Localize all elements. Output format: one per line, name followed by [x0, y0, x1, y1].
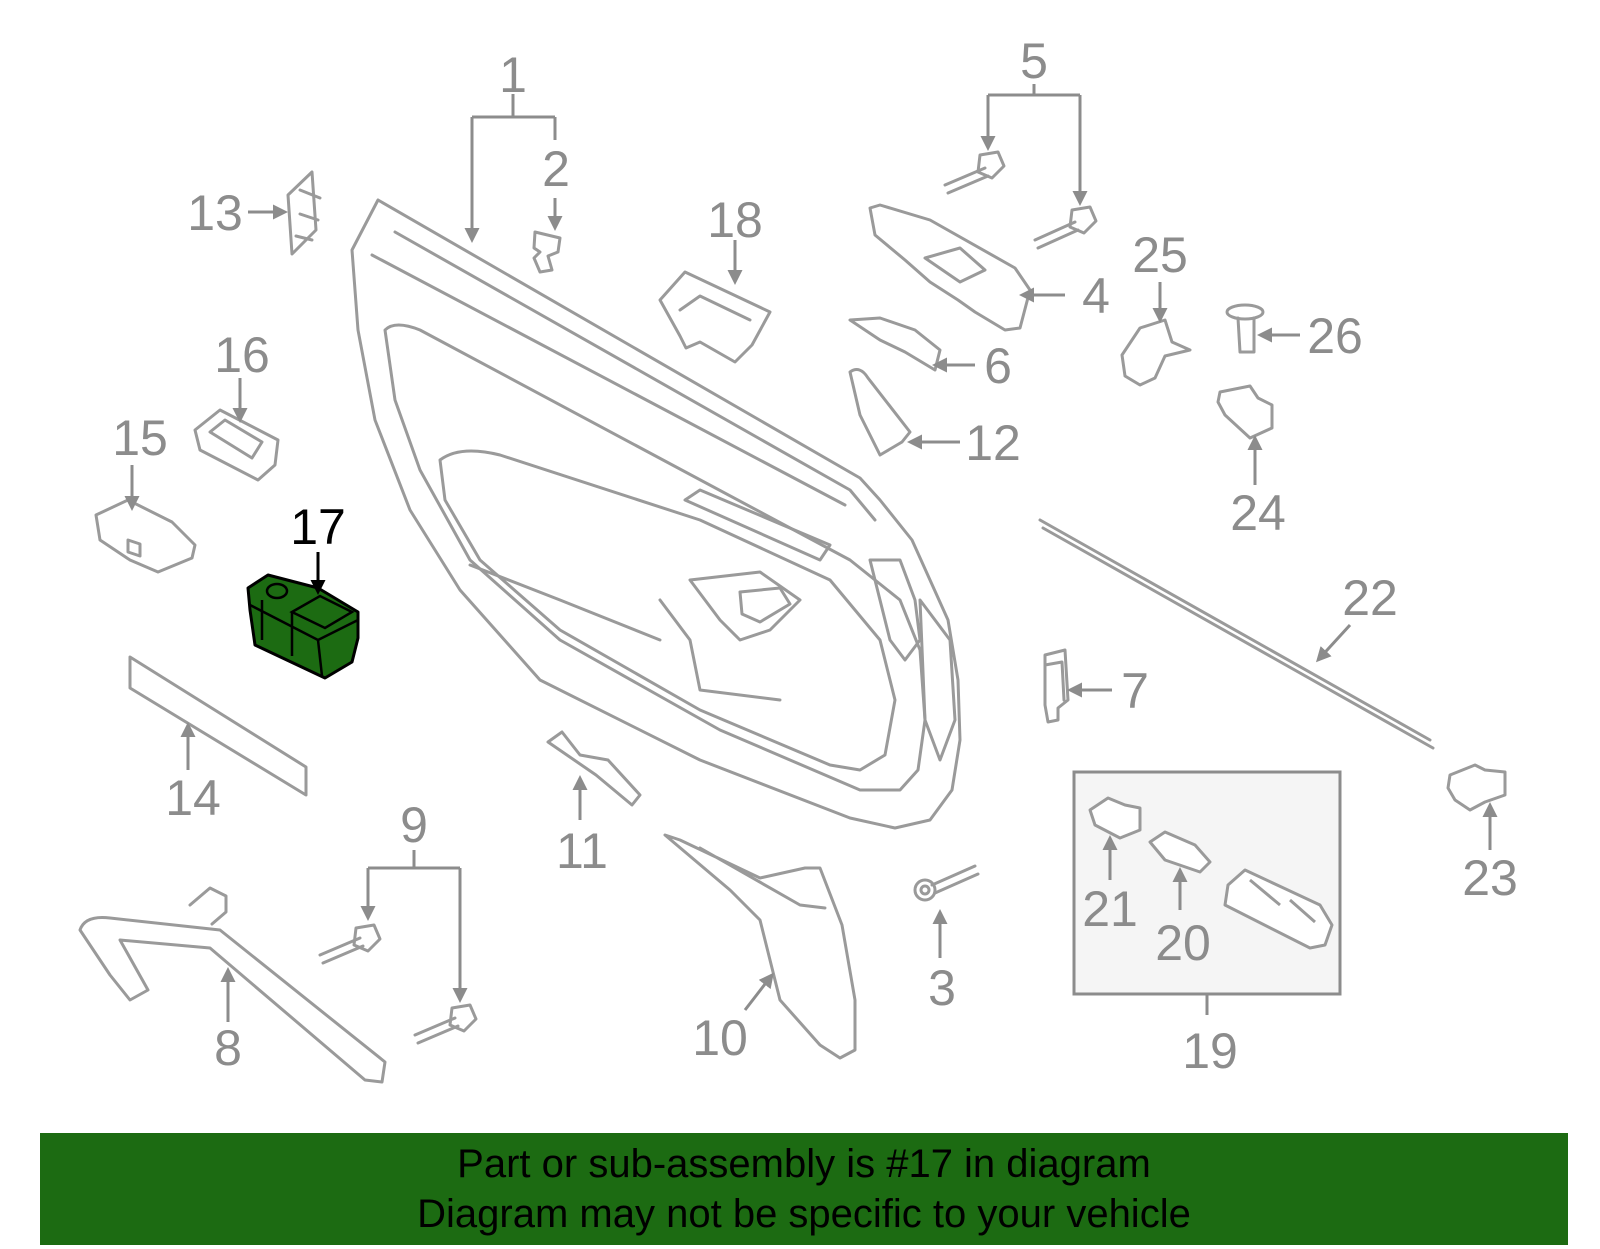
- callout-15: 15: [112, 410, 168, 466]
- callout-labels: 1 2 3 4 5 6 7 8 9 10 11 12 13 14 15 16 1…: [112, 33, 1518, 1079]
- handle-part-8: [78, 886, 387, 1084]
- leader-lines: [124, 84, 1498, 1022]
- trim-part-11: [546, 730, 642, 807]
- bracket-part-4: [868, 203, 1032, 332]
- bezel-part-16: [193, 408, 280, 482]
- push-pin-part-26: [1225, 303, 1265, 354]
- bracket-part-13: [286, 170, 322, 256]
- callout-17: 17: [290, 499, 346, 555]
- screw-part-3: [913, 864, 980, 902]
- callout-8: 8: [214, 1020, 242, 1076]
- trim-part-6: [848, 316, 942, 372]
- callout-7: 7: [1121, 663, 1149, 719]
- window-switch-part-17[interactable]: [246, 573, 360, 680]
- callout-12: 12: [965, 415, 1021, 471]
- callout-5: 5: [1020, 33, 1048, 89]
- rod-part-22: [1038, 518, 1435, 750]
- switch-part-15: [94, 498, 197, 574]
- callout-24: 24: [1230, 485, 1286, 541]
- callout-14: 14: [165, 770, 221, 826]
- clip-part-7: [1043, 648, 1070, 724]
- callout-3: 3: [928, 960, 956, 1016]
- trim-part-12: [848, 368, 912, 457]
- clip-part-2: [532, 230, 562, 274]
- cover-part-18: [658, 270, 772, 364]
- callout-1: 1: [499, 47, 527, 103]
- callout-2: 2: [542, 141, 570, 197]
- callout-25: 25: [1132, 227, 1188, 283]
- callout-18: 18: [707, 192, 763, 248]
- callout-4: 4: [1082, 268, 1110, 324]
- clip-part-24: [1216, 384, 1274, 440]
- kit-box-part-19: [1072, 770, 1342, 996]
- callout-23: 23: [1462, 850, 1518, 906]
- bolts-part-9: [318, 923, 478, 1045]
- banner-line-part-number: Part or sub-assembly is #17 in diagram: [457, 1142, 1151, 1186]
- callout-16: 16: [214, 327, 270, 383]
- callout-19: 19: [1182, 1023, 1238, 1079]
- callout-13: 13: [187, 185, 243, 241]
- callout-10: 10: [692, 1010, 748, 1066]
- pocket-trim-part-10: [663, 833, 857, 1060]
- callout-26: 26: [1307, 308, 1363, 364]
- bolts-part-5: [943, 150, 1098, 250]
- info-banner: Part or sub-assembly is #17 in diagram D…: [40, 1133, 1568, 1245]
- clip-part-23: [1446, 763, 1507, 812]
- clip-part-25: [1120, 318, 1192, 387]
- callout-22: 22: [1342, 570, 1398, 626]
- strip-part-14: [128, 655, 308, 797]
- banner-line-disclaimer: Diagram may not be specific to your vehi…: [417, 1192, 1191, 1236]
- callout-20: 20: [1155, 915, 1211, 971]
- callout-6: 6: [984, 338, 1012, 394]
- callout-11: 11: [556, 823, 608, 879]
- callout-9: 9: [400, 797, 428, 853]
- callout-21: 21: [1082, 881, 1138, 937]
- door-panel-part: [350, 198, 962, 830]
